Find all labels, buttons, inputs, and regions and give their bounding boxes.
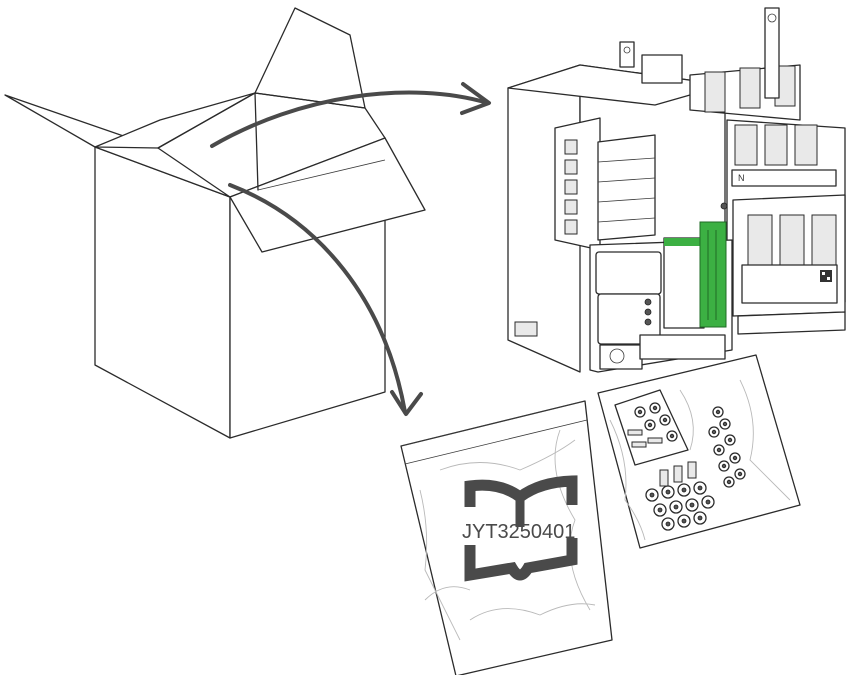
switch-device-icon: N — [508, 8, 845, 372]
qr-code-icon — [820, 270, 832, 282]
manual-reference-label: JYT3250401 — [462, 521, 575, 543]
neutral-marker-label: N — [738, 173, 745, 183]
manual-bag-icon: JYT3250401 — [401, 401, 612, 675]
hardware-bag-icon — [598, 355, 800, 548]
open-box-icon — [5, 8, 425, 438]
module-accent — [664, 238, 704, 246]
